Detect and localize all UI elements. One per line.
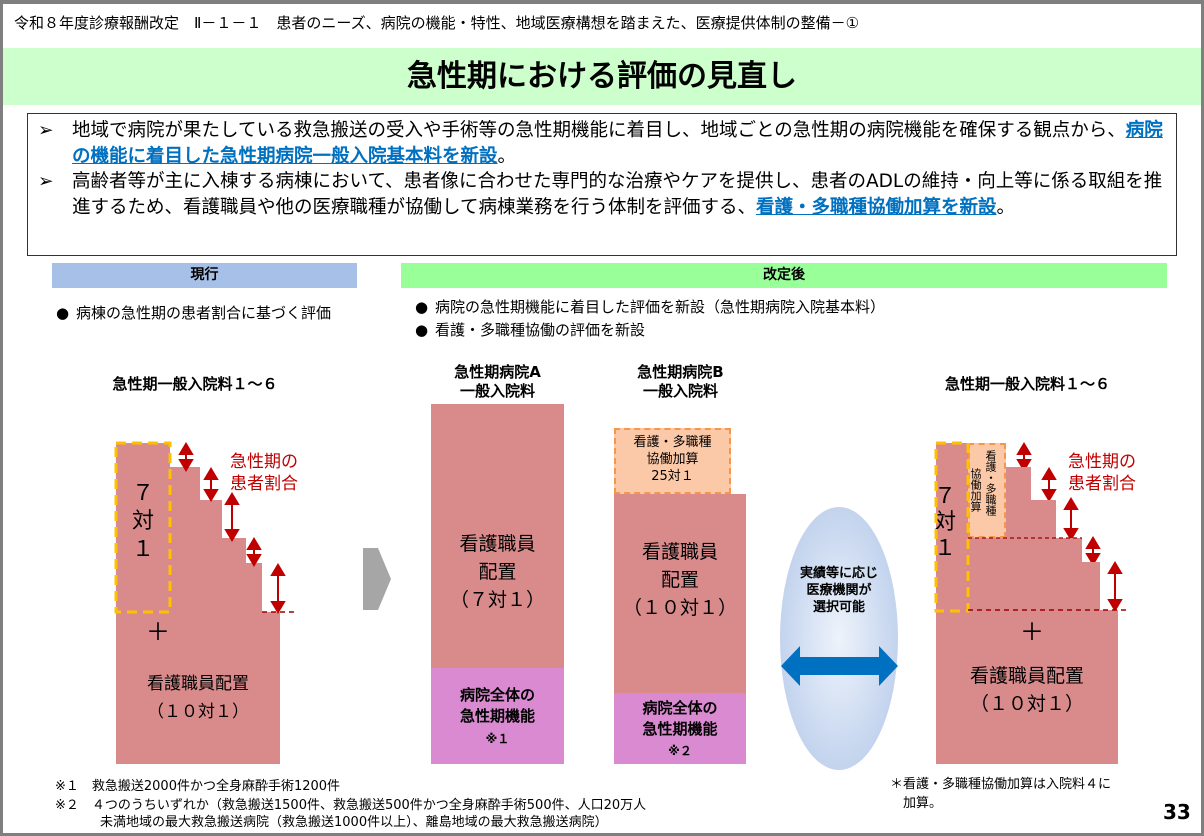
right-step-1 xyxy=(936,443,968,611)
intro-box: ➢ 地域で病院が果たしている救急搬送の受入や手術等の急性期機能に着目し、地域ごとの… xyxy=(27,113,1177,256)
intro-text-2: 高齢者等が主に入棟する病棟において、患者像に合わせた専門的な治療やケアを提供し、… xyxy=(72,171,1163,218)
right-step-1b xyxy=(968,538,1006,611)
choice-text: 実績等に応じ 医療機関が 選択可能 xyxy=(799,566,878,615)
red-arrows-icon xyxy=(178,442,1123,614)
arrow-bullet-icon: ➢ xyxy=(38,120,54,141)
period: 。 xyxy=(497,145,517,167)
choice-ellipse xyxy=(780,507,898,770)
ratio-text: ７ 対 １ xyxy=(131,481,154,562)
right-addon-text-1: 看護・多職種 xyxy=(984,450,997,516)
footnote-right: ＊看護・多職種協働加算は入院料４に 加算。 xyxy=(890,777,1112,811)
double-arrow-icon xyxy=(781,646,898,686)
hospital-a-function-text: 病院全体の 急性期機能 xyxy=(459,686,535,725)
right-ratio-text: ７ 対 １ xyxy=(933,484,956,561)
base-block xyxy=(116,612,280,764)
footnote-2b: 未満地域の最大救急搬送病院（救急搬送1000件以上）、離島地域の最大救急搬送病院… xyxy=(100,815,608,830)
revised-bullet-2: ●看護・多職種協働の評価を新設 xyxy=(415,321,646,339)
right-addon-text-2: 協働加算 xyxy=(969,468,982,512)
hospital-a-function-block xyxy=(431,668,564,764)
header-text: 令和８年度診療報酬改定 Ⅱ－１－１ 患者のニーズ、病院の機能・特性、地域医療構想… xyxy=(14,14,860,32)
acute-ratio-label: 急性期の 患者割合 xyxy=(230,452,298,494)
hospital-b-staff-text: 看護職員 配置 （１０対１） xyxy=(622,541,737,619)
page-number: 33 xyxy=(1163,800,1191,824)
plus-sign: ＋ xyxy=(146,618,170,646)
right-label: 急性期一般入院料１～６ xyxy=(944,375,1110,393)
step-1 xyxy=(116,443,170,613)
hospital-a-note: ※１ xyxy=(485,732,510,746)
step-3 xyxy=(200,500,222,613)
current-label: 急性期一般入院料１～６ xyxy=(112,375,278,393)
step-5 xyxy=(246,563,262,613)
right-base-block xyxy=(936,610,1118,764)
right-step-4 xyxy=(1056,538,1082,611)
intro-text-1: 地域で病院が果たしている救急搬送の受入や手術等の急性期機能に着目し、地域ごとの急… xyxy=(72,120,1126,141)
intro-link-1: 病院の機能に着目した急性期病院一般入院基本料を新設 xyxy=(72,120,1163,167)
footnote-1: ※１ 救急搬送2000件かつ全身麻酔手術1200件 xyxy=(55,779,341,794)
right-acute-ratio-label: 急性期の 患者割合 xyxy=(1068,452,1136,494)
base-text: 看護職員配置 （１０対１） xyxy=(147,674,249,722)
revised-bullet-1: ●病院の急性期機能に着目した評価を新設（急性期病院入院基本料） xyxy=(415,298,886,316)
arrow-bullet-icon: ➢ xyxy=(38,171,54,192)
addon-box: 看護・多職種 協働加算 25対１ xyxy=(614,428,731,494)
right-step-2 xyxy=(1006,467,1031,611)
transition-arrow-icon xyxy=(363,548,391,610)
hospital-a-label: 急性期病院A 一般入院料 xyxy=(454,363,541,400)
period: 。 xyxy=(996,196,1015,218)
hospital-a-staff-block xyxy=(431,404,564,668)
hospital-b-label: 急性期病院B 一般入院料 xyxy=(637,363,724,400)
right-addon-box xyxy=(968,443,1006,538)
hospital-b-function-block xyxy=(614,693,746,764)
hospital-b-function-text: 病院全体の 急性期機能 xyxy=(642,699,718,738)
intro-link-2: 看護・多職種協働加算を新設 xyxy=(755,196,997,218)
step-4 xyxy=(222,538,246,613)
hospital-a-staff-text: 看護職員 配置 （７対１） xyxy=(449,533,545,611)
right-step-5 xyxy=(1082,562,1100,611)
right-step-3 xyxy=(1031,500,1056,611)
step-2 xyxy=(170,467,200,613)
dashed-box xyxy=(114,441,172,614)
hospital-b-staff-block xyxy=(614,494,746,693)
hospital-b-note: ※２ xyxy=(668,744,692,758)
revised-heading: 改定後 xyxy=(401,263,1167,288)
right-base-text: 看護職員配置 （１０対１） xyxy=(969,665,1084,715)
current-bullet: ●病棟の急性期の患者割合に基づく評価 xyxy=(56,304,332,322)
right-plus-sign: ＋ xyxy=(1020,618,1044,646)
footnote-2: ※２ ４つのうちいずれか（救急搬送1500件、救急搬送500件かつ全身麻酔手術5… xyxy=(55,798,647,813)
current-heading: 現行 xyxy=(52,263,357,288)
page-title: 急性期における評価の見直し xyxy=(3,48,1201,105)
